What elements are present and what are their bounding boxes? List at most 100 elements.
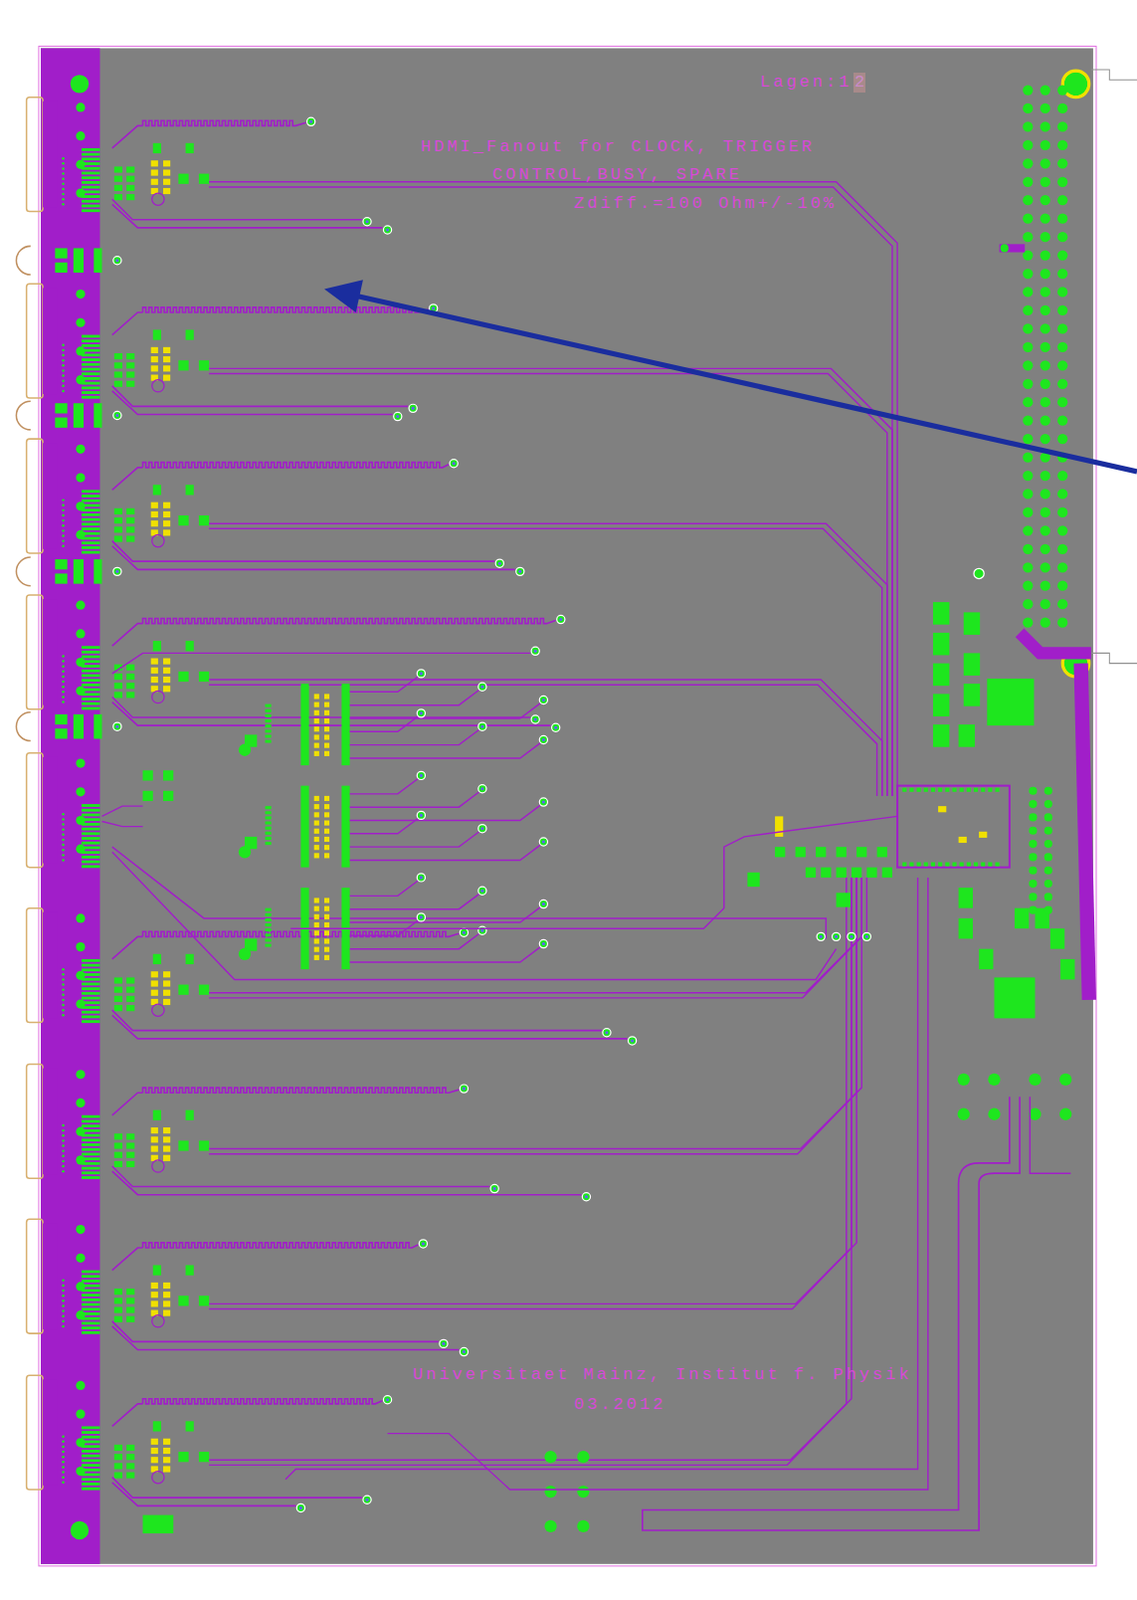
pad <box>163 1300 171 1307</box>
via <box>1022 286 1033 297</box>
via <box>61 369 64 372</box>
pad <box>151 658 159 665</box>
pad <box>163 685 171 692</box>
pad <box>81 678 100 682</box>
pad <box>324 795 330 801</box>
via <box>1022 342 1033 353</box>
pad <box>81 850 100 854</box>
via <box>480 685 484 689</box>
pad <box>81 532 100 536</box>
via <box>61 700 64 703</box>
trace <box>208 528 883 796</box>
via <box>1040 525 1051 536</box>
pad <box>856 846 867 857</box>
pad <box>163 658 171 665</box>
via <box>115 725 119 729</box>
pad <box>81 194 100 198</box>
pad <box>265 821 272 825</box>
pad <box>163 529 171 536</box>
via <box>75 472 85 482</box>
pad <box>114 1297 123 1304</box>
pad <box>151 1438 159 1445</box>
pad <box>81 1307 100 1311</box>
via <box>61 1284 64 1287</box>
pad <box>81 167 100 171</box>
pad <box>314 930 320 936</box>
pad <box>265 729 272 733</box>
pad <box>81 153 100 157</box>
via <box>1040 194 1051 205</box>
pad <box>81 1435 100 1439</box>
pad <box>114 535 123 542</box>
pad <box>163 667 171 674</box>
pad <box>81 513 100 517</box>
pad <box>163 676 171 683</box>
via <box>441 1341 445 1345</box>
pad <box>324 914 330 920</box>
via <box>1044 892 1053 901</box>
pad <box>81 1330 100 1334</box>
pad <box>186 1110 194 1121</box>
pad <box>81 181 100 185</box>
via <box>973 568 984 578</box>
trace <box>290 815 898 929</box>
pad <box>163 769 174 780</box>
trace <box>350 743 542 758</box>
pad <box>114 1316 123 1323</box>
pad <box>114 691 123 698</box>
pad <box>81 981 100 985</box>
pad <box>163 502 171 509</box>
pad <box>978 831 987 838</box>
pad <box>81 546 100 550</box>
pad <box>81 1119 100 1123</box>
via <box>1040 213 1051 224</box>
ground-plane <box>40 47 1094 1563</box>
trace <box>350 831 480 847</box>
via <box>61 1440 64 1443</box>
via <box>1022 580 1033 591</box>
via <box>1028 892 1037 901</box>
pad <box>836 867 847 878</box>
trace <box>112 1477 363 1499</box>
via <box>75 913 85 923</box>
trace <box>350 893 480 909</box>
via <box>411 406 415 410</box>
pad <box>81 977 100 981</box>
pad <box>81 189 100 193</box>
pad <box>163 347 171 354</box>
via <box>296 1503 305 1512</box>
pad <box>114 1472 123 1479</box>
via <box>1057 562 1068 572</box>
trace <box>208 182 898 796</box>
via <box>309 120 313 124</box>
via <box>61 167 64 170</box>
via <box>75 758 85 767</box>
pad <box>933 693 949 717</box>
pad <box>81 1010 100 1014</box>
via <box>1040 140 1051 151</box>
trace <box>112 1247 144 1271</box>
pad <box>143 1515 175 1533</box>
pad <box>314 803 320 809</box>
pad <box>81 358 100 362</box>
pad <box>151 676 159 683</box>
pad <box>81 1298 100 1302</box>
pad <box>314 718 320 724</box>
via <box>1057 617 1068 628</box>
pad <box>126 1297 135 1304</box>
via <box>385 227 389 231</box>
via <box>1057 213 1068 224</box>
via <box>1022 84 1033 95</box>
pad <box>186 953 194 964</box>
via <box>1022 360 1033 371</box>
trace <box>999 243 1026 252</box>
via <box>539 797 548 806</box>
pad <box>265 704 272 708</box>
pad <box>93 714 102 740</box>
pad <box>81 377 100 380</box>
trace <box>350 716 419 732</box>
via <box>480 786 484 790</box>
via <box>1022 213 1033 224</box>
trace <box>112 546 516 570</box>
via <box>1022 507 1033 518</box>
